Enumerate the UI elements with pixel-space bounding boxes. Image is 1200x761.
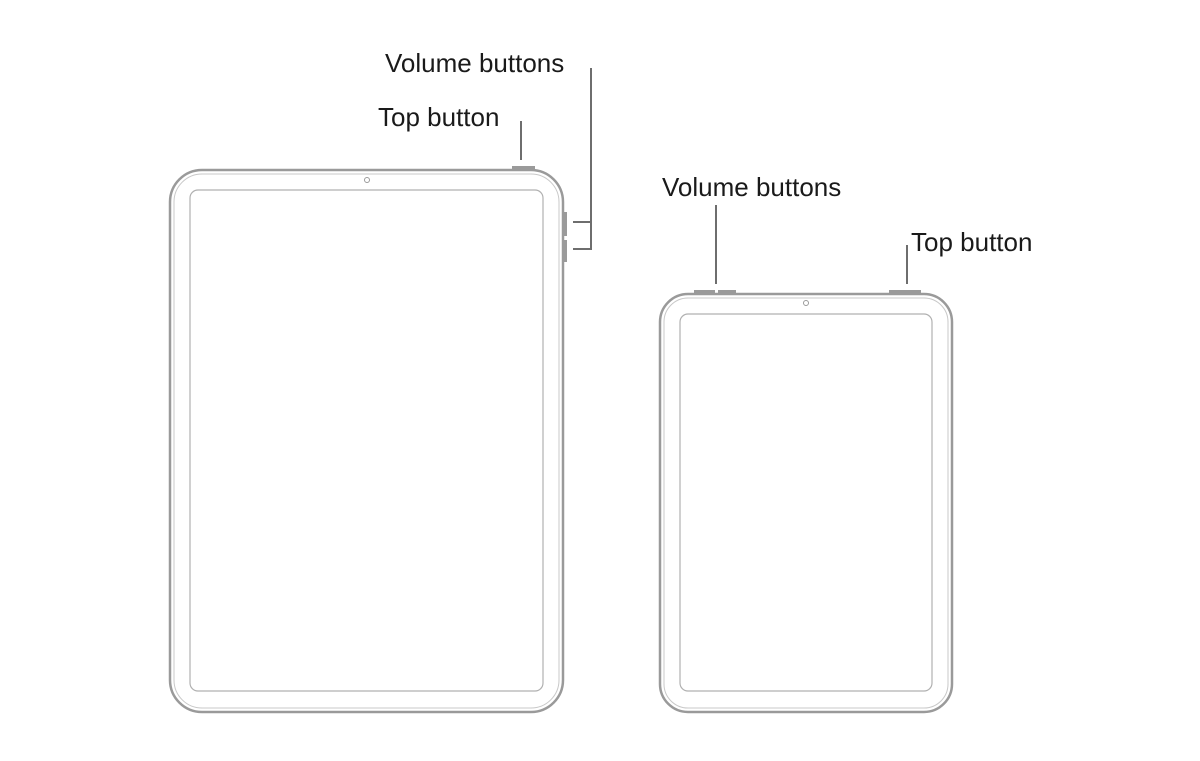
ipad-large-body — [168, 168, 565, 714]
ipad-small-volume-down — [718, 290, 736, 294]
label-top-button-small: Top button — [911, 227, 1033, 257]
ipad-small-body — [658, 292, 954, 714]
ipad-large-volume-up — [563, 212, 567, 236]
label-volume-buttons-small: Volume buttons — [662, 172, 842, 202]
volume-buttons-leader — [573, 68, 592, 223]
ipad-large — [168, 166, 567, 714]
label-top-button-large: Top button — [378, 102, 500, 132]
ipad-small — [658, 290, 954, 714]
ipad-small-screen — [679, 313, 933, 692]
ipad-large-volume-down — [563, 240, 567, 262]
ipad-small-leaders — [715, 205, 908, 284]
ipad-large-leaders — [520, 68, 592, 250]
ipad-small-top-button — [889, 290, 921, 294]
volume-buttons-leader-2 — [573, 222, 592, 250]
ipad-large-camera — [364, 177, 370, 183]
ipad-large-screen — [189, 189, 544, 692]
ipad-small-body-inner-edge — [663, 297, 949, 709]
ipad-large-body-inner-edge — [173, 173, 560, 709]
label-volume-buttons-large: Volume buttons — [385, 48, 565, 78]
ipad-small-volume-up — [694, 290, 715, 294]
ipad-small-camera — [803, 300, 809, 306]
ipad-large-top-button — [512, 166, 535, 170]
